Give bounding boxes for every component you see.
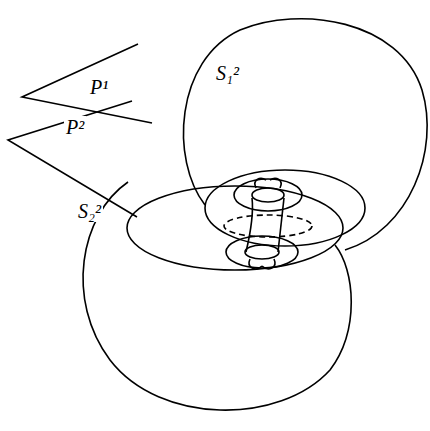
- dashed-circle: [224, 215, 312, 237]
- plane-wedge: [8, 101, 137, 217]
- sphere-outline: [183, 19, 427, 250]
- label-text: P²: [64, 116, 86, 138]
- neck-tube: [278, 198, 284, 252]
- sphere-outline: [83, 182, 351, 410]
- neck-ring: [252, 188, 284, 202]
- neck-tube: [246, 198, 253, 252]
- neck-detail: [249, 259, 275, 269]
- neck-ring: [234, 179, 302, 211]
- label-text: S₁²: [214, 62, 241, 84]
- plane-wedge: [22, 44, 152, 123]
- label-text: P¹: [88, 76, 110, 98]
- neck-ring: [245, 245, 279, 259]
- neck-ring: [226, 236, 298, 268]
- neck-detail: [255, 178, 281, 188]
- label-text: S₂²: [76, 200, 103, 222]
